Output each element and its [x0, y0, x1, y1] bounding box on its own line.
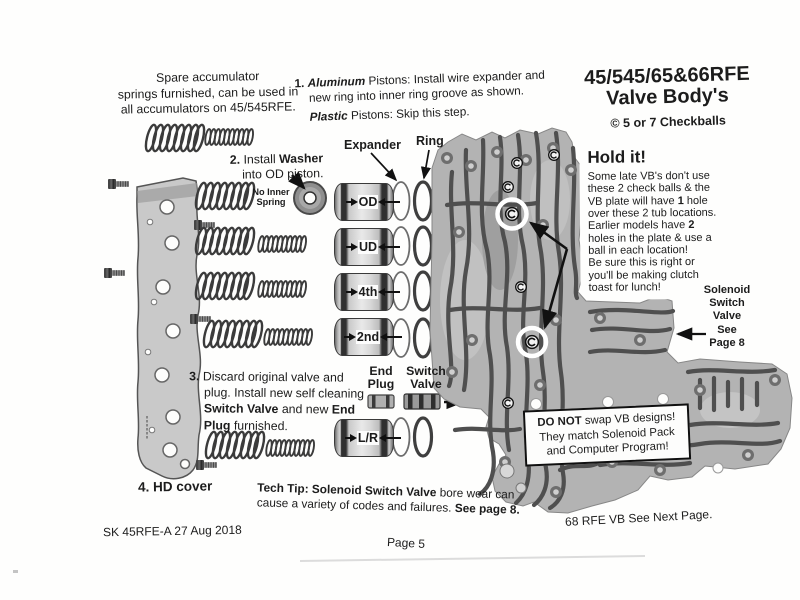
- hold-it-title: Hold it!: [587, 147, 647, 167]
- bolt-icon: [107, 178, 130, 190]
- coil-spring-icon: [192, 225, 258, 257]
- piston-arrow-tail: [385, 245, 401, 249]
- piston-arrow-right-icon: [350, 198, 358, 206]
- piston-label: 2nd: [355, 330, 381, 344]
- piston-arrow-tail: [343, 335, 349, 339]
- checkball-icon: [502, 397, 514, 409]
- piston-ud: UD: [334, 228, 401, 266]
- switch-valve-part: [403, 393, 441, 410]
- piston-arrow-left-icon: [378, 198, 386, 206]
- piston-arrow-tail: [387, 335, 403, 339]
- coil-spring-icon: [200, 318, 266, 350]
- page-number: Page 5: [386, 535, 426, 551]
- bolt-icon: [103, 267, 126, 279]
- do-not-swap-note: DO NOT swap VB designs!They match Soleno…: [522, 403, 692, 467]
- keyhole-cutout: [515, 482, 527, 494]
- piston-arrow-tail: [386, 436, 402, 440]
- piston-arrow-tail: [385, 200, 401, 204]
- end-plug-part: [367, 394, 395, 409]
- piston-arrow-right-icon: [350, 288, 358, 296]
- washer-icon: [293, 181, 327, 215]
- washer-arrow: [288, 171, 306, 190]
- holdit-arrow-lower: [542, 248, 569, 330]
- expander-label: Expander: [344, 138, 401, 152]
- piston-4th: 4th: [334, 273, 401, 311]
- piston-label: UD: [357, 240, 379, 254]
- piston-arrow-right-icon: [349, 434, 357, 442]
- piston-arrow-right-icon: [348, 333, 356, 341]
- piston-od: OD: [334, 183, 401, 221]
- step-4-hd-cover-label: 4. HD cover: [137, 478, 213, 495]
- piston-2nd: 2nd: [334, 318, 403, 356]
- hd-cover-plate: [136, 177, 202, 480]
- inner-spring-icon: [256, 234, 309, 254]
- checkball-highlight-circle: [495, 197, 529, 231]
- holdit-arrow-upper: [528, 221, 568, 251]
- piston-arrow-tail: [385, 290, 401, 294]
- piston-label: 4th: [357, 285, 379, 299]
- scan-artifact-line: [299, 555, 646, 562]
- plate-holes: [530, 393, 724, 474]
- inner-spring-icon: [264, 438, 317, 458]
- piston-arrow-left-icon: [380, 333, 388, 341]
- expander-ring-sets: [391, 180, 434, 458]
- piston-arrow-tail: [345, 245, 351, 249]
- inner-spring-icon: [262, 327, 315, 347]
- piston-arrow-left-icon: [378, 288, 386, 296]
- piston-arrow-tail: [345, 290, 351, 294]
- bolt-icon: [189, 313, 212, 325]
- inner-spring-icon: [256, 279, 309, 299]
- step-1-instruction: 1. Aluminum Pistons: Install wire expand…: [294, 67, 546, 124]
- checkball-icon: [524, 334, 540, 350]
- checkball-highlight-circle: [515, 325, 549, 359]
- keyhole-cutout: [499, 463, 515, 479]
- footer-doc-code: SK 45RFE-A 27 Aug 2018: [102, 522, 242, 540]
- piston-lr: L/R: [334, 419, 402, 457]
- checkball-icon: [502, 180, 514, 194]
- piston-label: OD: [357, 195, 379, 209]
- ring-label: Ring: [416, 134, 444, 148]
- piston-arrow-tail: [344, 436, 350, 440]
- piston-arrow-right-icon: [350, 243, 358, 251]
- checkball-icon: [548, 148, 560, 162]
- checkball-icon: [504, 206, 520, 222]
- expander-leader-line: [370, 152, 398, 182]
- scan-artifact-mark: [13, 570, 18, 573]
- bolt-icon: [195, 459, 218, 471]
- ring-leader-line: [420, 149, 431, 180]
- piston-arrow-tail: [345, 200, 351, 204]
- coil-spring-icon: [202, 429, 268, 461]
- piston-arrow-left-icon: [378, 243, 386, 251]
- checkball-icon: [511, 156, 523, 170]
- piston-arrow-left-icon: [379, 434, 387, 442]
- spare-inner-spring-icon: [203, 127, 256, 147]
- ring-icon: [412, 180, 434, 458]
- expander-icon: [391, 181, 411, 457]
- piston-label: L/R: [356, 431, 380, 445]
- page-title-block: 45/545/65&66RFE Valve Body's © 5 or 7 Ch…: [549, 63, 786, 132]
- valve-body-photo: [429, 127, 793, 514]
- checkball-icon: [515, 281, 527, 293]
- spare-coil-spring-icon: [142, 122, 208, 154]
- coil-spring-icon: [192, 270, 258, 302]
